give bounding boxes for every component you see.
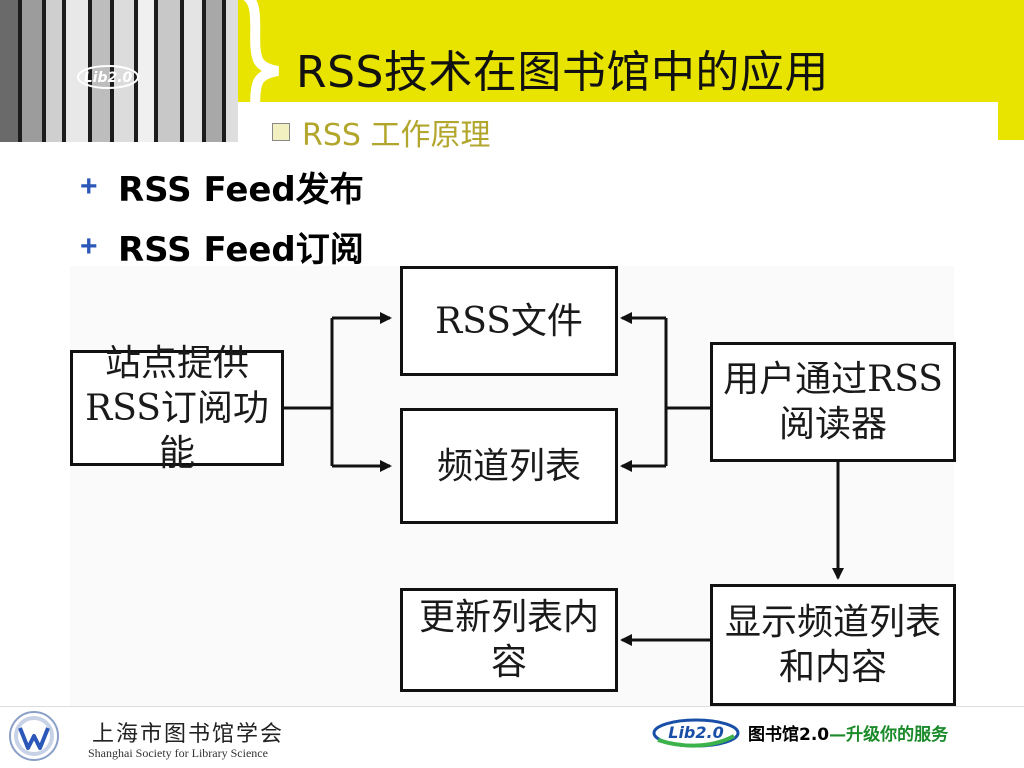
svg-text:Lib2.0: Lib2.0 <box>668 723 723 742</box>
plus-bullet-icon: + <box>80 169 98 203</box>
tagline-upgrade: —升级你的服务 <box>829 725 949 745</box>
rss-file-box: RSS文件 <box>400 266 618 376</box>
rss-reader-box: 用户通过RSS阅读器 <box>710 342 956 462</box>
header-book-photo <box>0 0 238 142</box>
curly-brace-divider <box>239 0 279 148</box>
lib20-footer-logo-icon: Lib2.0 <box>652 718 740 748</box>
header-white-strip <box>238 102 998 142</box>
lib20-logo-icon: Lib2.0 <box>77 65 139 89</box>
display-channel-box: 显示频道列表和内容 <box>710 584 956 706</box>
footer-tagline: 图书馆2.0—升级你的服务 <box>748 720 948 745</box>
square-bullet-icon <box>272 123 290 141</box>
footer-divider <box>0 706 1024 707</box>
bullet-item-subscribe: + RSS Feed订阅 <box>80 222 364 271</box>
bullet-text: RSS Feed订阅 <box>118 230 364 270</box>
site-provides-rss-box: 站点提供RSS订阅功能 <box>70 343 284 474</box>
book-spines-image <box>0 0 238 142</box>
channel-list-box: 频道列表 <box>400 408 618 524</box>
flow-arrows <box>282 312 844 646</box>
slide-subtitle: RSS 工作原理 <box>302 118 491 153</box>
svg-text:Lib2.0: Lib2.0 <box>84 70 133 86</box>
plus-bullet-icon: + <box>80 229 98 263</box>
subtitle-row: RSS 工作原理 <box>272 110 490 154</box>
society-name-en: Shanghai Society for Library Science <box>88 746 268 760</box>
society-name-cn: 上海市图书馆学会 <box>92 722 285 747</box>
rss-flow-diagram: 站点提供RSS订阅功能 RSS文件 频道列表 用户通过RSS阅读器 显示频道列表… <box>70 266 956 706</box>
tagline-library: 图书馆2.0 <box>748 725 830 745</box>
bullet-item-publish: + RSS Feed发布 <box>80 162 364 211</box>
slide-title: RSS技术在图书馆中的应用 <box>296 47 829 98</box>
update-list-box: 更新列表内容 <box>400 588 618 692</box>
society-emblem-icon <box>9 711 59 761</box>
bullet-text: RSS Feed发布 <box>118 170 364 210</box>
